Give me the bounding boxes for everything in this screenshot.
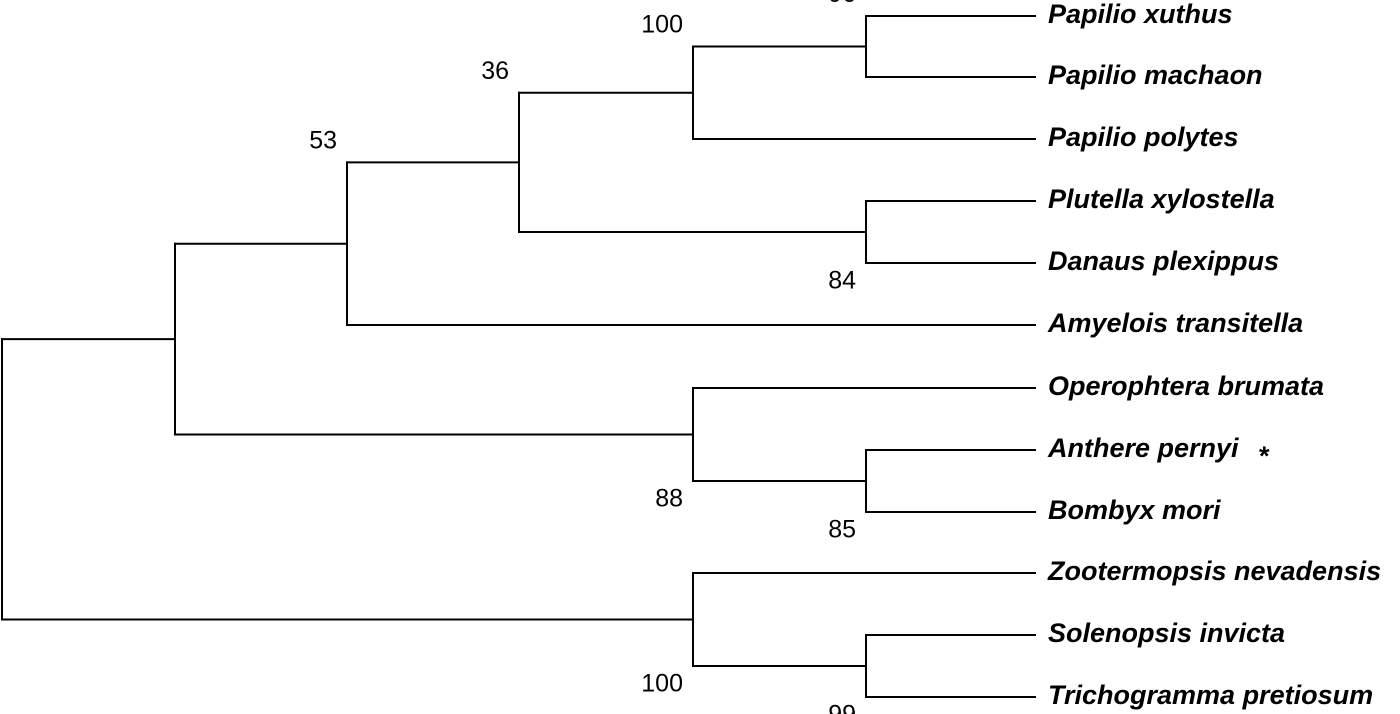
taxon-label: Anthere pernyi (1047, 433, 1239, 463)
taxon-label: Operophtera brumata (1048, 371, 1324, 401)
highlight-asterisk-marker: * (1259, 441, 1270, 471)
bootstrap-values: 96 100 84 36 53 85 88 99 100 (309, 0, 856, 714)
bootstrap-value: 99 (828, 701, 856, 714)
taxon-label: Bombyx mori (1048, 495, 1221, 525)
bootstrap-value: 100 (641, 11, 683, 39)
taxon-label: Zootermopsis nevadensis (1047, 556, 1381, 586)
bootstrap-value: 88 (655, 485, 683, 513)
bootstrap-value: 36 (481, 57, 509, 85)
taxon-label: Papilio xuthus (1048, 0, 1233, 29)
taxon-label: Danaus plexippus (1048, 246, 1279, 276)
taxon-label: Trichogramma pretiosum (1048, 680, 1373, 710)
bootstrap-value: 100 (641, 670, 683, 698)
taxon-label: Plutella xylostella (1048, 184, 1275, 214)
taxon-label: Papilio polytes (1048, 122, 1239, 152)
tree-branches (1, 15, 1036, 698)
taxon-label: Amyelois transitella (1047, 308, 1303, 338)
bootstrap-value: 85 (828, 516, 856, 544)
taxon-label: Solenopsis invicta (1048, 618, 1285, 648)
bootstrap-value: 84 (828, 267, 856, 295)
bootstrap-value: 96 (828, 0, 856, 8)
bootstrap-value: 53 (309, 126, 337, 154)
taxon-label: Papilio machaon (1048, 60, 1263, 90)
